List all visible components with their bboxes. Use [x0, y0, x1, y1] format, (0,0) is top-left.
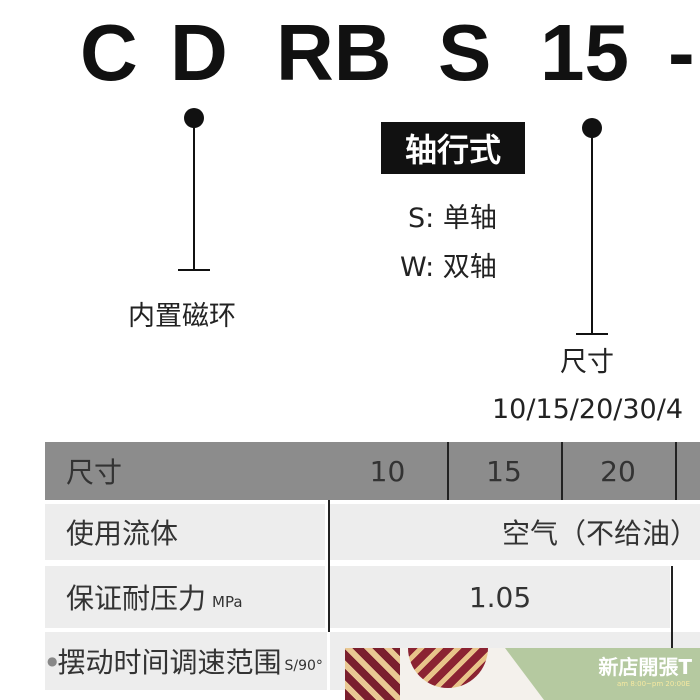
header-size: 尺寸: [66, 456, 123, 489]
header-20: 20: [600, 454, 636, 488]
row-label-text: 保证耐压力: [66, 582, 207, 615]
ad-title: 新店開張T: [598, 655, 692, 679]
row-unit: MPa: [212, 593, 243, 611]
column-divider: [671, 566, 673, 700]
pointer-cap: [576, 333, 608, 335]
column-divider: [447, 442, 449, 500]
row-label: 使用流体: [45, 504, 325, 560]
code-s: S: [438, 8, 492, 97]
single-shaft-label: S: 单轴: [408, 203, 497, 234]
sizes-list: 10/15/20/30/4: [492, 394, 683, 425]
double-shaft-label: W: 双轴: [400, 252, 497, 283]
column-divider: [561, 442, 563, 500]
table-header: [45, 442, 700, 500]
bullet-icon: ●: [47, 654, 58, 668]
pointer-line: [193, 118, 195, 270]
code-dash: -: [668, 8, 695, 97]
row-unit: S/90°: [284, 658, 323, 674]
row-value: 空气（不给油）: [330, 504, 700, 560]
pointer-cap: [178, 269, 210, 271]
header-15: 15: [486, 454, 522, 488]
row-label: 保证耐压力 MPa: [45, 566, 325, 628]
magnet-label: 内置磁环: [128, 301, 236, 332]
column-divider: [328, 500, 330, 632]
pointer-line: [591, 128, 593, 334]
code-c: C: [80, 8, 138, 97]
header-10: 10: [369, 454, 406, 488]
ad-subtitle: am 8:00~pm 20:00E: [616, 680, 690, 688]
ad-banner[interactable]: 新店開張T am 8:00~pm 20:00E: [345, 648, 700, 700]
size-label: 尺寸: [560, 347, 614, 378]
row-label-text: 摆动时间调速范围: [57, 646, 282, 679]
ad-panel: [505, 648, 700, 700]
column-divider: [675, 442, 677, 500]
code-d: D: [170, 8, 228, 97]
code-size: 15: [540, 8, 629, 97]
code-rb: RB: [276, 8, 392, 97]
row-value: 1.05: [330, 566, 670, 628]
pie-image: [408, 648, 488, 688]
shaft-type-label: 轴行式: [381, 122, 525, 174]
pie-image: [345, 648, 400, 700]
